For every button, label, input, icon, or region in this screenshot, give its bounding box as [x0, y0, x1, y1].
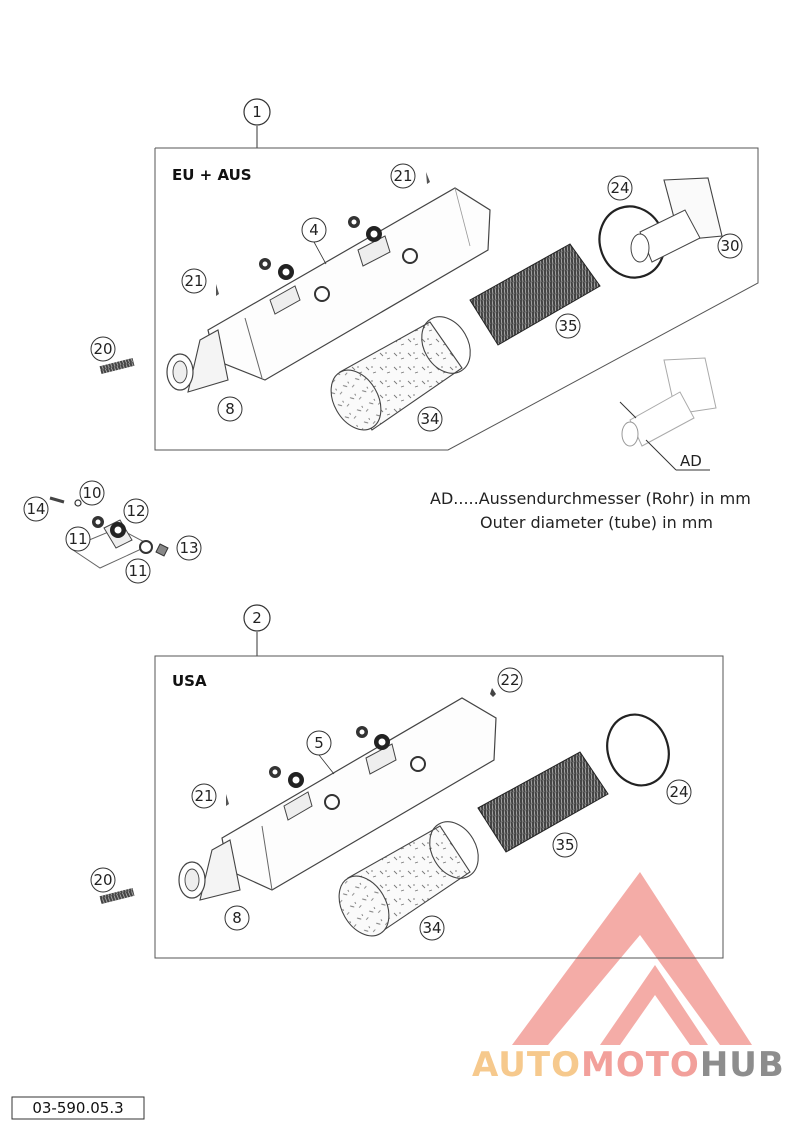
- eu-callout-30: 30: [720, 237, 739, 255]
- legend-line-english: Outer diameter (tube) in mm: [480, 513, 713, 532]
- eu-silencer: [166, 187, 491, 393]
- usa-callout-5: 5: [314, 734, 324, 752]
- usa-callout-8: 8: [232, 909, 242, 927]
- eu-callout-35: 35: [558, 317, 577, 335]
- eu-region-label: EU + AUS: [172, 166, 252, 184]
- usa-screw-21: [226, 794, 229, 806]
- mount-callout-11-bottom: 11: [128, 562, 147, 580]
- eu-perforated-tube-34: [330, 316, 471, 431]
- eu-screw-21-left: [216, 284, 219, 296]
- eu-callout-21-left: 21: [184, 272, 203, 290]
- automotohub-watermark: AUTOMOTOHUB: [472, 872, 785, 1085]
- callout-variant-2: 2: [252, 609, 262, 627]
- eu-spring-20: [99, 358, 135, 374]
- usa-silencer: [178, 697, 497, 901]
- usa-region-label: USA: [172, 672, 207, 690]
- watermark-hub: HUB: [700, 1045, 785, 1085]
- usa-gasket-ring-24: [606, 713, 670, 787]
- svg-text:AUTOMOTOHUB: AUTOMOTOHUB: [472, 1045, 785, 1085]
- legend-line-german: AD.....Aussendurchmesser (Rohr) in mm: [430, 489, 751, 508]
- eu-callout-4: 4: [309, 221, 319, 239]
- usa-callout-21: 21: [194, 787, 213, 805]
- callout-circle-1: [243, 98, 271, 126]
- usa-perforated-tube-34: [338, 821, 479, 937]
- mount-callout-13: 13: [179, 539, 198, 557]
- usa-screw-22: [490, 688, 496, 697]
- eu-frame: [154, 147, 759, 451]
- usa-callout-35: 35: [555, 836, 574, 854]
- eu-callout-34: 34: [420, 410, 439, 428]
- watermark-triangle-icon: [512, 872, 752, 1045]
- usa-callouts: 22 5 24 21 35 20 8 34: [90, 667, 692, 941]
- mount-callout-12: 12: [126, 502, 145, 520]
- usa-callout-22: 22: [500, 671, 519, 689]
- watermark-moto: MOTO: [581, 1045, 700, 1085]
- watermark-auto: AUTO: [472, 1045, 581, 1085]
- usa-spring-20: [99, 888, 135, 904]
- mount-callout-10: 10: [82, 484, 101, 502]
- variant-eu-aus: 1 EU + AUS: [90, 98, 759, 451]
- eu-end-cap-30: [630, 177, 723, 263]
- mount-callout-11-left: 11: [68, 530, 87, 548]
- usa-frame: [154, 655, 724, 959]
- eu-callout-8: 8: [225, 400, 235, 418]
- eu-callouts: 21 24 4 30 21 35 20 8 34: [90, 163, 743, 432]
- callout-circle-2: [243, 604, 271, 632]
- eu-callout-21-top: 21: [393, 167, 412, 185]
- eu-callout-24: 24: [610, 179, 629, 197]
- ad-dimension-label: AD: [680, 452, 702, 470]
- usa-fiber-packing-35: [477, 751, 609, 853]
- eu-screw-21-top: [426, 172, 430, 184]
- drawing-code-box: 03-590.05.3: [11, 1096, 145, 1120]
- mount-callout-14: 14: [26, 500, 45, 518]
- eu-callout-20: 20: [93, 340, 112, 358]
- watermark-inner-triangle-icon: [600, 965, 708, 1045]
- eu-fiber-packing-35: [469, 243, 601, 346]
- callout-variant-1: 1: [252, 103, 262, 121]
- mount-detail: 14 10 12 11 13 11: [23, 480, 202, 584]
- drawing-code: 03-590.05.3: [32, 1099, 123, 1117]
- variant-usa: 2 USA: [90, 604, 724, 959]
- usa-callout-20: 20: [93, 871, 112, 889]
- outer-diameter-detail: AD: [619, 357, 717, 471]
- usa-callout-34: 34: [422, 919, 441, 937]
- usa-callout-24: 24: [669, 783, 688, 801]
